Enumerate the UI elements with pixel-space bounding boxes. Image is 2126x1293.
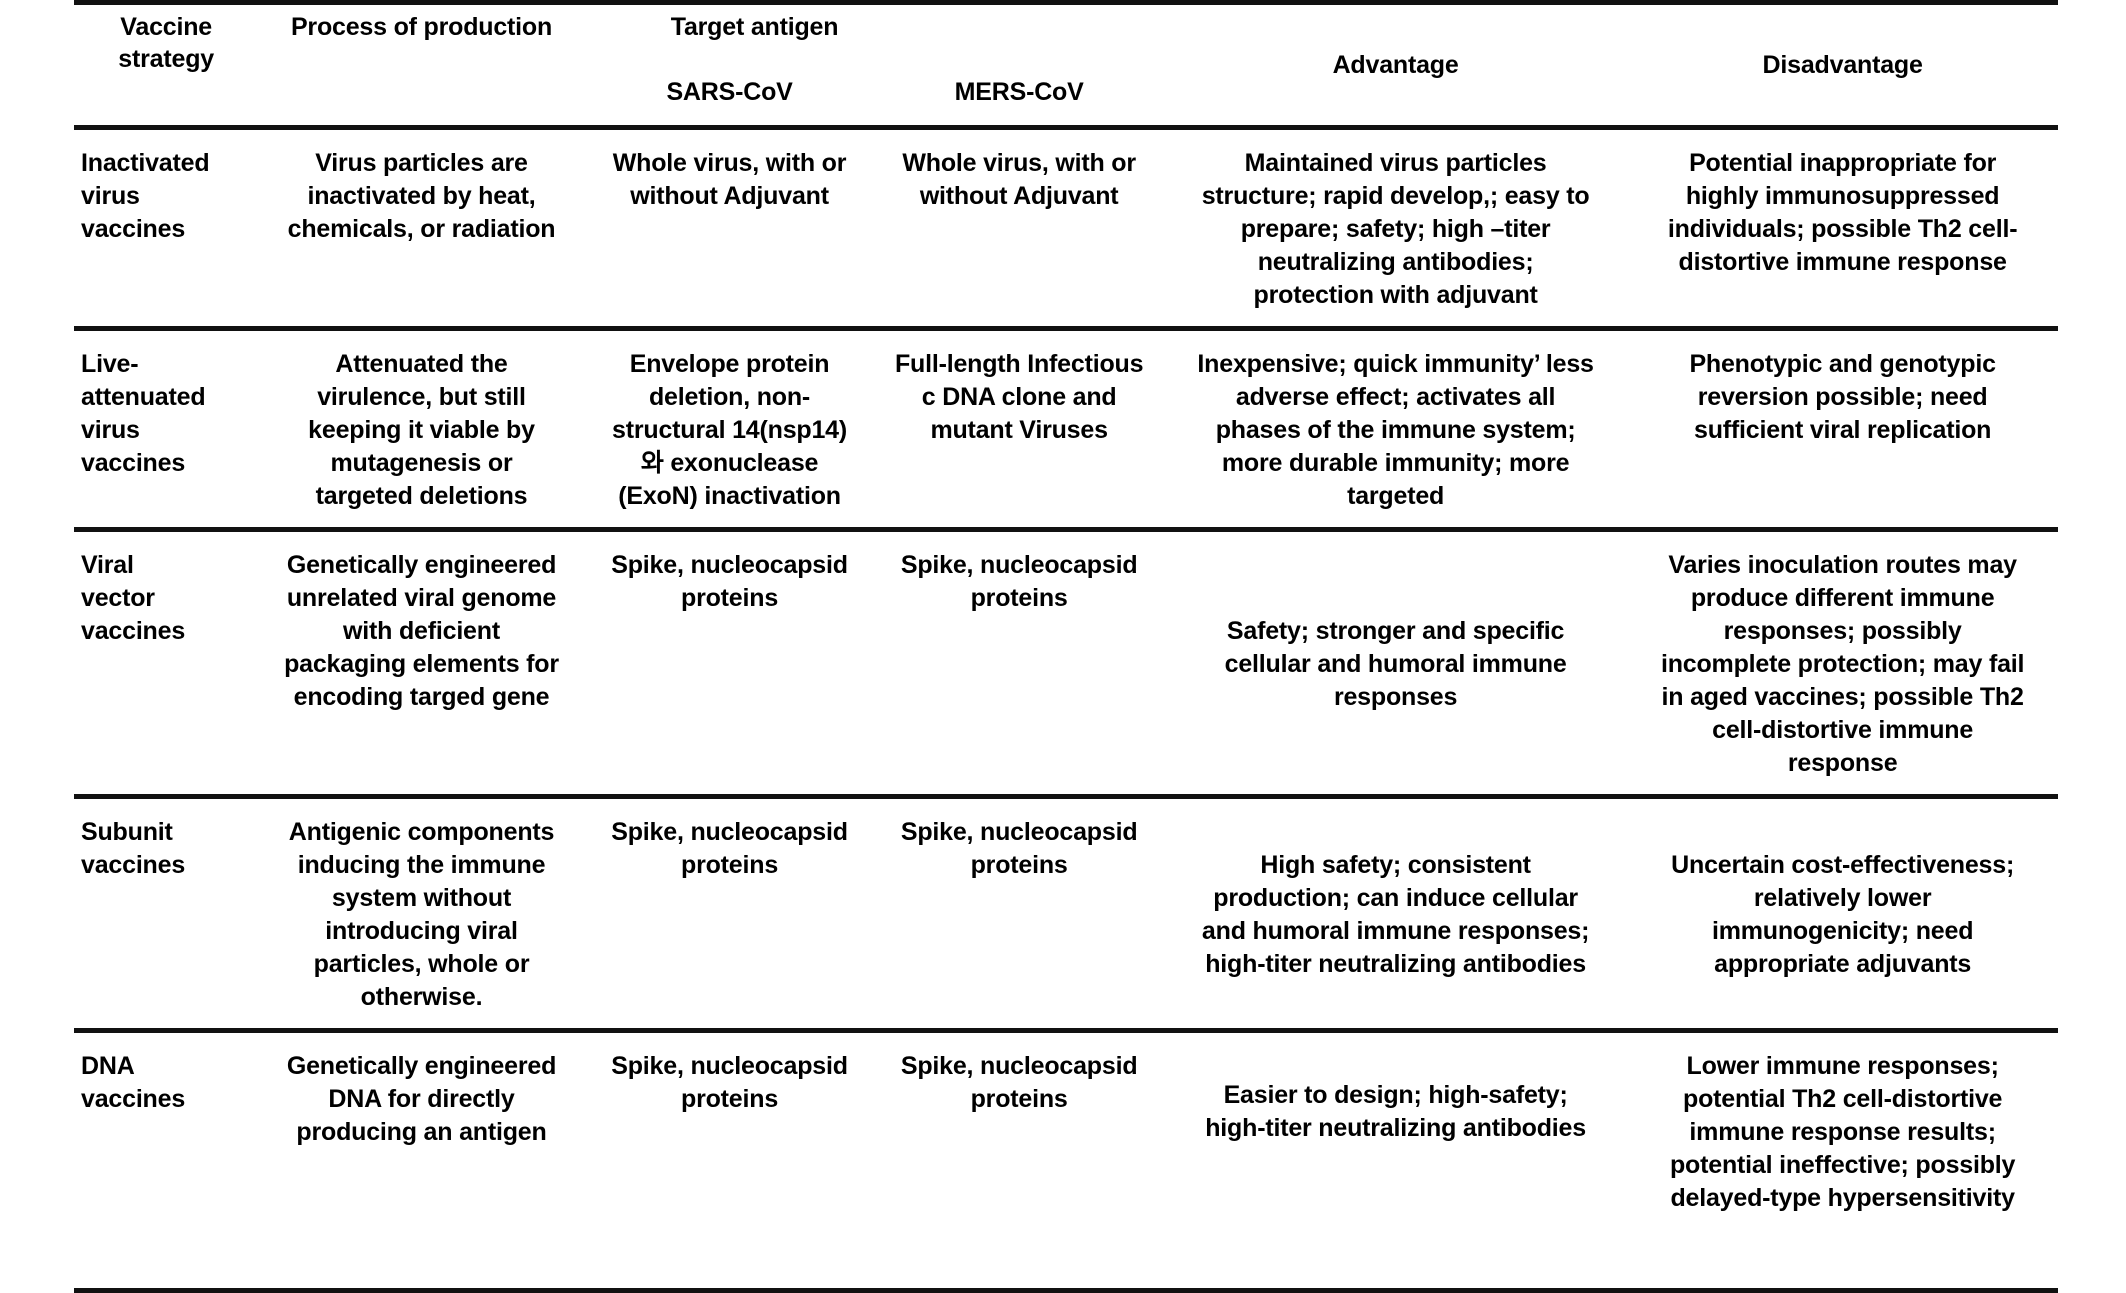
table-row: Subunit vaccines Antigenic components in…: [74, 797, 2058, 1031]
strategy-line1: Live-: [81, 350, 139, 378]
column-header-disadvantage: Disadvantage: [1627, 3, 2058, 128]
table-row: Live- attenuated virus vaccines Attenuat…: [74, 329, 2058, 530]
advantage-text: Maintained virus particles structure; ra…: [1201, 149, 1590, 309]
table-row: DNA vaccines Genetically engineered DNA …: [74, 1031, 2058, 1291]
cell-vaccine-strategy: Viral vector vaccines: [74, 530, 258, 797]
cell-process-of-production: Genetically engineered unrelated viral g…: [258, 530, 584, 797]
cell-target-antigen-mers: Whole virus, with or without Adjuvant: [874, 128, 1164, 329]
advantage-text: Inexpensive; quick immunity’ less advers…: [1197, 350, 1594, 510]
cell-disadvantage: Potential inappropriate for highly immun…: [1627, 128, 2058, 329]
disadvantage-text: Phenotypic and genotypic reversion possi…: [1689, 350, 1996, 444]
cell-advantage: Maintained virus particles structure; ra…: [1164, 128, 1627, 329]
cell-disadvantage: Phenotypic and genotypic reversion possi…: [1627, 329, 2058, 530]
table-body: Inactivated virus vaccines Virus particl…: [74, 128, 2058, 1291]
cell-process-of-production: Virus particles are inactivated by heat,…: [258, 128, 584, 329]
strategy-line4: vaccines: [81, 449, 186, 477]
sars-text: Envelope protein deletion, non-structura…: [612, 350, 848, 510]
header-advantage-label: Advantage: [1332, 51, 1459, 79]
mers-text: Spike, nucleocapsid proteins: [900, 1052, 1138, 1113]
advantage-text: Easier to design; high-safety; high-tite…: [1205, 1081, 1586, 1142]
table-row: Inactivated virus vaccines Virus particl…: [74, 128, 2058, 329]
cell-process-of-production: Antigenic components inducing the immune…: [258, 797, 584, 1031]
strategy-line1: Inactivated: [81, 149, 210, 177]
cell-target-antigen-mers: Full-length Infectious c DNA clone and m…: [874, 329, 1164, 530]
process-text: Antigenic components inducing the immune…: [288, 818, 555, 1011]
mers-text: Spike, nucleocapsid proteins: [900, 818, 1138, 879]
strategy-line2: attenuated: [81, 383, 206, 411]
cell-target-antigen-sars: Spike, nucleocapsid proteins: [585, 1031, 875, 1291]
cell-vaccine-strategy: Live- attenuated virus vaccines: [74, 329, 258, 530]
disadvantage-text: Potential inappropriate for highly immun…: [1667, 149, 2018, 276]
sars-text: Whole virus, with or without Adjuvant: [612, 149, 847, 210]
header-target-antigen-label: Target antigen: [670, 13, 839, 41]
strategy-line3: virus: [81, 416, 140, 444]
mers-text: Full-length Infectious c DNA clone and m…: [894, 350, 1144, 444]
table-header: Vaccine strategy Process of production T…: [74, 2, 2058, 128]
column-header-process-of-production: Process of production: [258, 3, 584, 128]
cell-vaccine-strategy: Subunit vaccines: [74, 797, 258, 1031]
strategy-line1: Subunit: [81, 818, 173, 846]
cell-disadvantage: Uncertain cost-effectiveness; relatively…: [1627, 797, 2058, 1031]
cell-target-antigen-sars: Spike, nucleocapsid proteins: [585, 797, 875, 1031]
cell-process-of-production: Attenuated the virulence, but still keep…: [258, 329, 584, 530]
cell-target-antigen-sars: Spike, nucleocapsid proteins: [585, 530, 875, 797]
strategy-line1: Viral: [81, 551, 134, 579]
header-strategy-line1: Vaccine: [120, 13, 212, 41]
column-header-target-antigen-sars: Target antigen SARS-CoV: [585, 3, 875, 128]
header-sars-label: SARS-CoV: [666, 78, 793, 106]
sars-text: Spike, nucleocapsid proteins: [611, 551, 848, 612]
header-strategy-line2: strategy: [118, 45, 214, 73]
strategy-line1: DNA: [81, 1052, 135, 1080]
disadvantage-text: Varies inoculation routes may produce di…: [1660, 551, 2025, 777]
disadvantage-text: Lower immune responses; potential Th2 ce…: [1669, 1052, 2016, 1212]
mers-text: Whole virus, with or without Adjuvant: [902, 149, 1136, 210]
header-process-label: Process of production: [290, 13, 553, 41]
header-mers-label: MERS-CoV: [954, 78, 1084, 106]
mers-text: Spike, nucleocapsid proteins: [900, 551, 1138, 612]
table-row: Viral vector vaccines Genetically engine…: [74, 530, 2058, 797]
cell-target-antigen-mers: Spike, nucleocapsid proteins: [874, 797, 1164, 1031]
column-header-target-antigen-mers: MERS-CoV: [874, 3, 1164, 128]
disadvantage-text: Uncertain cost-effectiveness; relatively…: [1671, 851, 2015, 978]
process-text: Virus particles are inactivated by heat,…: [287, 149, 556, 243]
strategy-line3: vaccines: [81, 617, 186, 645]
process-text: Attenuated the virulence, but still keep…: [308, 350, 535, 510]
cell-target-antigen-sars: Envelope protein deletion, non-structura…: [585, 329, 875, 530]
process-text: Genetically engineered DNA for directly …: [286, 1052, 557, 1146]
cell-target-antigen-mers: Spike, nucleocapsid proteins: [874, 1031, 1164, 1291]
cell-target-antigen-mers: Spike, nucleocapsid proteins: [874, 530, 1164, 797]
advantage-text: Safety; stronger and specific cellular a…: [1224, 617, 1567, 711]
cell-advantage: Inexpensive; quick immunity’ less advers…: [1164, 329, 1627, 530]
cell-vaccine-strategy: DNA vaccines: [74, 1031, 258, 1291]
strategy-line2: vaccines: [81, 1085, 186, 1113]
vaccine-strategy-table: Vaccine strategy Process of production T…: [74, 0, 2058, 1293]
sars-text: Spike, nucleocapsid proteins: [611, 1052, 848, 1113]
cell-advantage: Easier to design; high-safety; high-tite…: [1164, 1031, 1627, 1291]
header-disadvantage-label: Disadvantage: [1762, 51, 1923, 79]
strategy-line2: virus: [81, 182, 140, 210]
column-header-vaccine-strategy: Vaccine strategy: [74, 3, 258, 128]
process-text: Genetically engineered unrelated viral g…: [284, 551, 559, 711]
sars-text: Spike, nucleocapsid proteins: [611, 818, 848, 879]
cell-disadvantage: Varies inoculation routes may produce di…: [1627, 530, 2058, 797]
cell-process-of-production: Genetically engineered DNA for directly …: [258, 1031, 584, 1291]
cell-advantage: High safety; consistent production; can …: [1164, 797, 1627, 1031]
cell-disadvantage: Lower immune responses; potential Th2 ce…: [1627, 1031, 2058, 1291]
column-header-advantage: Advantage: [1164, 3, 1627, 128]
cell-advantage: Safety; stronger and specific cellular a…: [1164, 530, 1627, 797]
advantage-text: High safety; consistent production; can …: [1201, 851, 1590, 978]
strategy-line3: vaccines: [81, 215, 186, 243]
cell-vaccine-strategy: Inactivated virus vaccines: [74, 128, 258, 329]
cell-target-antigen-sars: Whole virus, with or without Adjuvant: [585, 128, 875, 329]
strategy-line2: vector: [81, 584, 155, 612]
header-row: Vaccine strategy Process of production T…: [74, 2, 2058, 128]
strategy-line2: vaccines: [81, 851, 186, 879]
